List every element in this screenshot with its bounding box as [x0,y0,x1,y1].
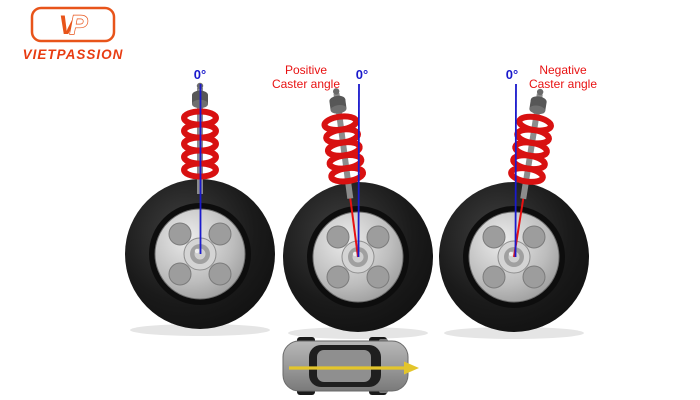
monogram-v: V [58,10,78,40]
brand-text: VIETPASSION [23,47,124,62]
wheel-shadow [130,324,270,336]
vp-monogram: VP [58,10,88,40]
wheel-shadow [288,327,428,339]
logo-emblem-frame [30,6,116,43]
car-roof [317,350,371,382]
direction-arrow-head [404,361,419,375]
car-top-view [282,337,409,395]
vertical-axis-line-negative [514,83,517,258]
negative-caster-label-line1: Negative [539,63,587,77]
negative-caster-label-line2: Caster angle [529,77,597,91]
logo: VP VIETPASSION [23,6,124,62]
positive-caster-label-line1: Positive [285,63,327,77]
angle-label-zero: 0° [194,67,206,82]
wheel-shadow [444,327,584,339]
angle-label-positive: 0° [356,67,368,82]
vertical-axis-line-positive [357,83,360,258]
angle-label-negative: 0° [506,67,518,82]
monogram-p: P [70,10,89,40]
positive-caster-label-line2: Caster angle [272,77,340,91]
